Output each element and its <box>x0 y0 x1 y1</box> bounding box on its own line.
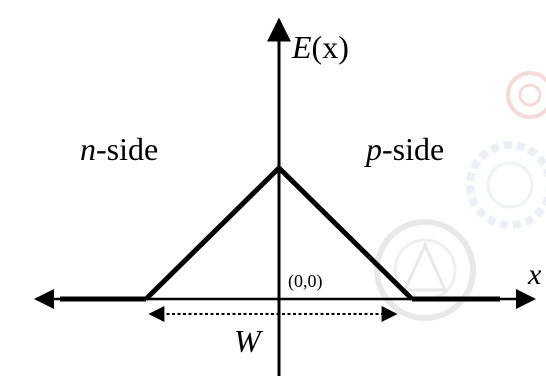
watermark-gear-icon <box>466 141 546 229</box>
origin-label: (0,0) <box>288 271 323 292</box>
y-axis-label-arg: (x) <box>312 29 349 65</box>
y-axis-label: E(x) <box>291 29 349 65</box>
x-axis-label: x <box>527 258 542 291</box>
p-side-suffix: -side <box>382 131 444 167</box>
electric-field-profile <box>144 164 414 301</box>
n-side-letter: n <box>80 131 96 167</box>
width-label: W <box>234 323 264 359</box>
watermark-flower-icon <box>506 71 546 119</box>
n-side-label: n-side <box>80 131 158 167</box>
watermark-seal-icon <box>374 219 476 321</box>
n-side-suffix: -side <box>96 131 158 167</box>
p-side-letter: p <box>364 131 382 167</box>
y-axis-label-var: E <box>291 29 312 65</box>
p-side-label: p-side <box>364 131 444 167</box>
